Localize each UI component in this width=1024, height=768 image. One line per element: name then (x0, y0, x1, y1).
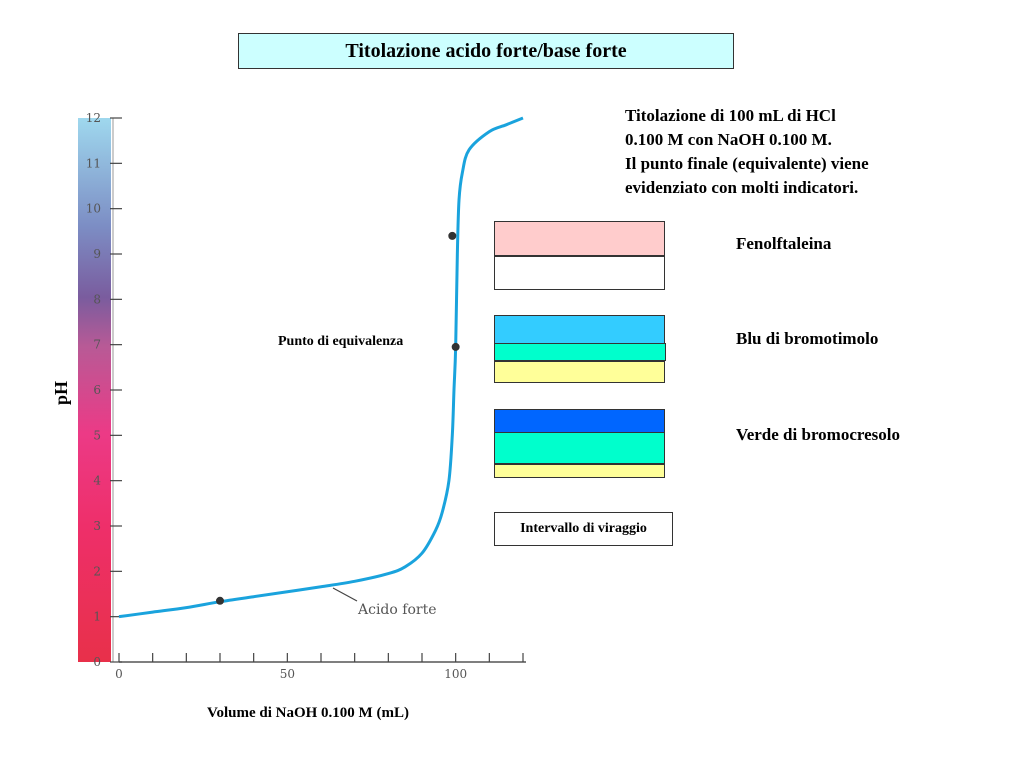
description-line: 0.100 M con NaOH 0.100 M. (625, 130, 832, 149)
curve-marked-point (448, 231, 457, 240)
y-tick-label: 5 (93, 428, 101, 442)
curve-label-leader (332, 587, 358, 602)
x-tick-label: 0 (115, 667, 123, 681)
equivalence-point-label: Punto di equivalenza (278, 334, 404, 349)
y-tick-label: 4 (93, 474, 101, 488)
curve-marked-point (216, 596, 224, 605)
curve-label: Acido forte (357, 602, 436, 618)
y-tick-label: 1 (93, 610, 101, 624)
phenolphthalein-color-top (494, 221, 665, 256)
transition-range-legend: Intervallo di viraggio (494, 512, 673, 546)
y-tick-label: 8 (93, 292, 101, 306)
y-tick-label: 0 (93, 655, 101, 669)
y-tick-label: 11 (86, 156, 101, 170)
x-tick-label: 100 (444, 667, 467, 681)
indicator-label-phenolphthalein: Fenolftaleina (736, 234, 832, 253)
bromothymol-color-bottom (494, 361, 665, 383)
y-tick-label: 2 (93, 564, 101, 578)
y-tick-label: 10 (86, 202, 101, 216)
titration-curve (118, 116, 524, 619)
bromothymol-color-top (494, 315, 665, 345)
y-tick-label: 6 (93, 383, 101, 397)
x-axis-label: Volume di NaOH 0.100 M (mL) (207, 705, 409, 721)
description-line: Titolazione di 100 mL di HCl (625, 106, 836, 125)
y-tick-label: 9 (93, 247, 101, 261)
curve-marked-point (451, 342, 460, 351)
description-text: Titolazione di 100 mL di HCl 0.100 M con… (625, 104, 965, 200)
indicator-label-bromocresol: Verde di bromocresolo (736, 425, 901, 444)
bromocresol-color-bottom (494, 464, 665, 478)
description-line: evidenziato con molti indicatori. (625, 178, 859, 197)
ph-color-scale (78, 118, 111, 662)
bromothymol-color-middle (494, 343, 666, 361)
slide-title: Titolazione acido forte/base forte (238, 33, 734, 69)
description-line: Il punto finale (equivalente) viene (625, 154, 869, 173)
bromocresol-color-middle (494, 432, 665, 464)
y-tick-label: 7 (93, 338, 101, 352)
y-tick-label: 3 (93, 519, 101, 533)
phenolphthalein-color-bottom (494, 256, 665, 290)
x-tick-label: 50 (280, 667, 295, 681)
indicator-label-bromothymol: Blu di bromotimolo (736, 329, 879, 348)
y-tick-label: 12 (86, 111, 101, 125)
